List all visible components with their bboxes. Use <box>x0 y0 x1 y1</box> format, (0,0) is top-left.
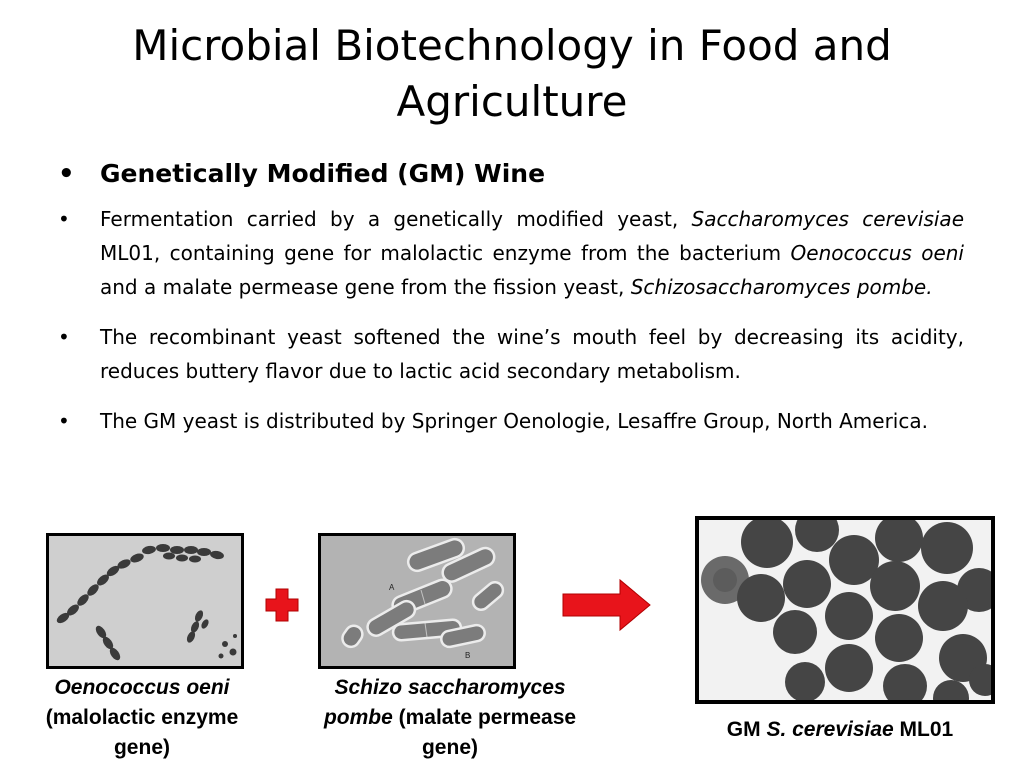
pombe-micrograph: A B <box>318 533 516 669</box>
text-segment: Genetically Modified (GM) Wine <box>100 159 546 188</box>
caption-pombe: Schizo saccharomyces pombe (malate perme… <box>300 673 600 763</box>
text-segment: Oenococcus oeni <box>790 241 964 265</box>
bullet-item: • Fermentation carried by a genetically … <box>58 202 964 304</box>
bacteria-chain-image <box>49 536 241 666</box>
bullet-list: • Genetically Modified (GM) Wine • Ferme… <box>58 152 964 454</box>
text-segment: (malate permease gene) <box>392 706 577 759</box>
bullet-text: Fermentation carried by a genetically mo… <box>100 207 964 299</box>
text-segment: Saccharomyces cerevisiae <box>691 207 964 231</box>
bullet-marker: • <box>58 409 70 433</box>
bullet-marker: • <box>58 325 70 349</box>
bullet-text: The GM yeast is distributed by Springer … <box>100 409 928 433</box>
text-segment: and a malate permease gene from the fiss… <box>100 275 631 299</box>
micrograph-label-a: A <box>389 583 395 592</box>
text-segment: (malolactic enzyme gene) <box>45 706 239 759</box>
caption-text: Schizo saccharomyces pombe (malate perme… <box>324 676 576 759</box>
plus-icon <box>265 588 299 622</box>
bullet-text: Genetically Modified (GM) Wine <box>100 159 545 188</box>
text-segment: ML01 <box>893 718 954 741</box>
caption-text: Oenococcus oeni (malolactic enzyme gene) <box>46 676 239 759</box>
text-segment: ML01, containing gene for malolactic enz… <box>100 241 791 265</box>
micrograph-label-b: B <box>465 651 470 660</box>
slide-title: Microbial Biotechnology in Food and Agri… <box>132 21 892 126</box>
text-segment: The GM yeast is distributed by Springer … <box>100 409 928 433</box>
text-segment: The recombinant yeast softened the wine’… <box>100 325 964 383</box>
caption-text: GM S. cerevisiae ML01 <box>727 718 953 741</box>
text-segment: Fermentation carried by a genetically mo… <box>100 207 692 231</box>
text-segment: Schizosaccharomyces pombe. <box>630 275 933 299</box>
text-segment: GM <box>726 718 767 741</box>
caption-oenococcus: Oenococcus oeni (malolactic enzyme gene) <box>22 673 262 763</box>
caption-cerevisiae: GM S. cerevisiae ML01 <box>690 715 990 745</box>
yeast-cells-image <box>699 520 991 700</box>
fission-yeast-image: A B <box>321 536 513 666</box>
cerevisiae-micrograph <box>695 516 995 704</box>
text-segment: Schizo saccharomyces pombe <box>323 676 566 729</box>
bullet-marker: • <box>58 159 75 189</box>
bullet-item: • The recombinant yeast softened the win… <box>58 320 964 388</box>
arrow-right-icon <box>562 578 652 632</box>
text-segment: Oenococcus oeni <box>54 676 230 699</box>
bullet-item: • The GM yeast is distributed by Springe… <box>58 404 964 438</box>
bullet-text: The recombinant yeast softened the wine’… <box>100 325 964 383</box>
text-segment: S. cerevisiae <box>766 718 894 741</box>
bullet-marker: • <box>58 207 70 231</box>
bullet-heading: • Genetically Modified (GM) Wine <box>58 152 964 196</box>
oenococcus-micrograph <box>46 533 244 669</box>
